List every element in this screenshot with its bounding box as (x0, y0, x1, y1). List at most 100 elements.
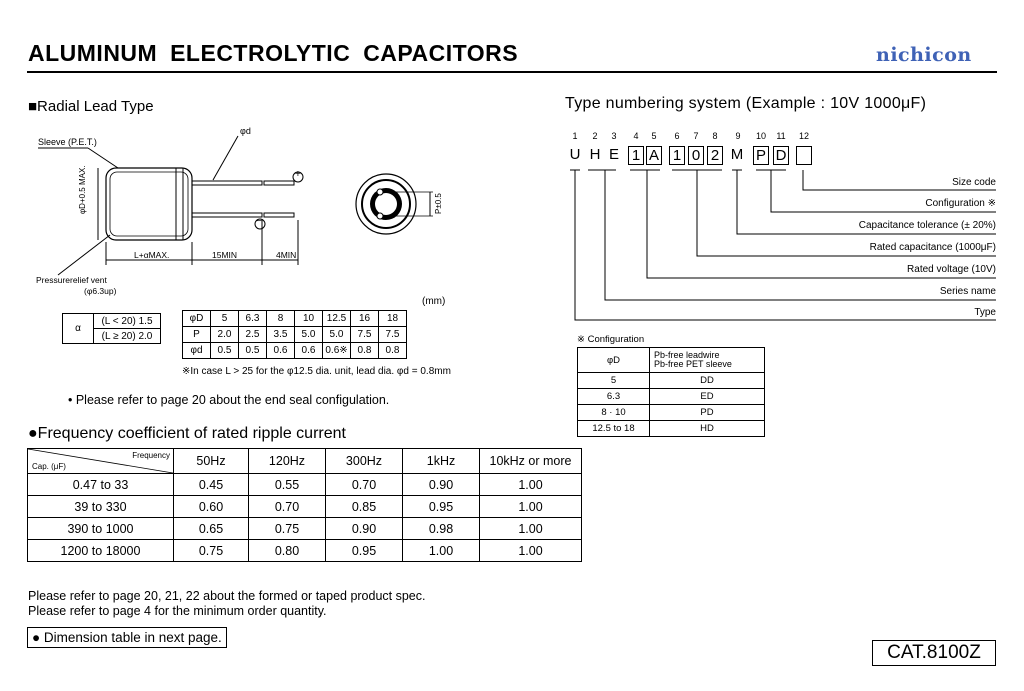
length-max-label: L+αMAX. (134, 250, 170, 260)
table-cell: DD (649, 372, 765, 389)
type-leader-lines (570, 169, 996, 321)
table-cell: 0.6 (266, 342, 295, 359)
code-char: 2 (707, 146, 723, 165)
table-cell: 8 · 10 (577, 404, 650, 421)
table-cell: 3.5 (266, 326, 295, 343)
relief-vent-sub-label: (φ6.3up) (84, 286, 117, 296)
position-number: 3 (611, 131, 617, 141)
table-cell: 1.00 (479, 495, 582, 518)
table-cell: ED (649, 388, 765, 405)
code-char (796, 146, 812, 165)
table-header-row: Frequency Cap. (μF) 50Hz 120Hz 300Hz 1kH… (27, 448, 582, 474)
pitch-label: P±0.5 (434, 193, 443, 214)
table-cell: 2.0 (210, 326, 239, 343)
table-cell: HD (649, 420, 765, 437)
table-cell: 0.5 (210, 342, 239, 359)
code-char: D (773, 146, 789, 165)
column-header: φD (577, 347, 650, 373)
code-char: E (608, 146, 619, 163)
table-cell: 1.00 (479, 473, 582, 496)
column-header: 10kHz or more (479, 448, 582, 474)
table-cell: PD (649, 404, 765, 421)
corner-cell: Frequency Cap. (μF) (27, 448, 174, 474)
table-cell: 0.45 (173, 473, 249, 496)
table-cell: 0.65 (173, 517, 249, 540)
label-size-code: Size code (952, 177, 996, 188)
table-cell: 1.00 (402, 539, 480, 562)
position-number: 10 (755, 131, 766, 141)
page-title: ALUMINUM ELECTROLYTIC CAPACITORS (28, 40, 519, 66)
position-number: 2 (592, 131, 598, 141)
table-cell: 0.95 (325, 539, 403, 562)
title-rule (27, 71, 997, 73)
table-cell: P (182, 326, 211, 343)
code-char: 1 (669, 146, 685, 165)
code-char: M (730, 146, 744, 163)
table-cell: 0.70 (325, 473, 403, 496)
table-cell: 6.3 (238, 310, 267, 327)
radial-lead-heading: ■Radial Lead Type (28, 98, 154, 115)
plus-sign: + (295, 169, 301, 180)
column-header: 1kHz (402, 448, 480, 474)
table-cell: 2.5 (238, 326, 267, 343)
table-cell: 0.98 (402, 517, 480, 540)
table-cell: 5 (577, 372, 650, 389)
table-cell: φd (182, 342, 211, 359)
corner-cap: Cap. (μF) (32, 462, 66, 471)
frequency-heading: ●Frequency coefficient of rated ripple c… (28, 425, 346, 442)
table-row: 12.5 to 18 HD (577, 420, 765, 437)
configuration-heading: ※ Configuration (577, 334, 645, 345)
code-char: U (569, 146, 581, 163)
table-row: 1200 to 18000 0.75 0.80 0.95 1.00 1.00 (27, 539, 582, 562)
table-cell: 0.95 (402, 495, 480, 518)
table-cell: 10 (294, 310, 323, 327)
label-capacitance-tolerance: Capacitance tolerance (± 20%) (858, 220, 996, 231)
table-row: P 2.0 2.5 3.5 5.0 5.0 7.5 7.5 (182, 326, 407, 343)
table-cell: φD (182, 310, 211, 327)
end-seal-note: • Please refer to page 20 about the end … (68, 393, 390, 407)
lead-min-4-label: 4MIN (276, 250, 297, 260)
table-cell: 5.0 (294, 326, 323, 343)
table-cell: 0.85 (325, 495, 403, 518)
table-cell: 0.6 (294, 342, 323, 359)
lead-diameter-label: φd (240, 126, 251, 136)
code-char: P (753, 146, 769, 165)
table-cell: 0.90 (402, 473, 480, 496)
catalog-number: CAT.8100Z (872, 640, 996, 666)
table-cell: 0.6※ (322, 342, 351, 359)
alpha-row: (L ≥ 20) 2.0 (93, 328, 161, 344)
sleeve-label: Sleeve (P.E.T.) (38, 137, 97, 147)
lead-min-15-label: 15MIN (212, 250, 238, 260)
table-row: 5 DD (577, 372, 765, 389)
cap-cell: 1200 to 18000 (27, 539, 174, 562)
formed-taped-note: Please refer to page 20, 21, 22 about th… (28, 589, 426, 603)
min-order-note: Please refer to page 4 for the minimum o… (28, 604, 327, 618)
position-number: 6 (674, 131, 680, 141)
position-number: 8 (712, 131, 718, 141)
capacitor-drawing (38, 135, 433, 276)
code-char: 0 (688, 146, 704, 165)
dimension-table-next-page[interactable]: ● Dimension table in next page. (27, 627, 227, 648)
table-cell: 0.60 (173, 495, 249, 518)
table-cell: 0.5 (238, 342, 267, 359)
table-cell: 0.8 (378, 342, 407, 359)
column-header: 120Hz (248, 448, 326, 474)
position-number: 9 (735, 131, 741, 141)
table-cell: 8 (266, 310, 295, 327)
table-cell: 0.75 (173, 539, 249, 562)
minus-sign: − (256, 216, 262, 227)
alpha-table: α (L < 20) 1.5 (L ≥ 20) 2.0 (62, 313, 161, 344)
type-numbering-heading: Type numbering system (Example : 10V 100… (565, 95, 927, 112)
label-series-name: Series name (939, 286, 996, 297)
header-line: Pb-free PET sleeve (654, 359, 732, 369)
table-row: φD 5 6.3 8 10 12.5 16 18 (182, 310, 407, 327)
corner-frequency: Frequency (132, 451, 170, 460)
alpha-row: (L < 20) 1.5 (93, 313, 161, 329)
table-row: 0.47 to 33 0.45 0.55 0.70 0.90 1.00 (27, 473, 582, 496)
code-char: 1 (628, 146, 644, 165)
table-cell: 0.75 (248, 517, 326, 540)
label-type: Type (974, 307, 996, 318)
frequency-table: Frequency Cap. (μF) 50Hz 120Hz 300Hz 1kH… (27, 448, 582, 562)
table-row: 8 · 10 PD (577, 404, 765, 421)
dimension-note: ※In case L > 25 for the φ12.5 dia. unit,… (182, 366, 451, 377)
